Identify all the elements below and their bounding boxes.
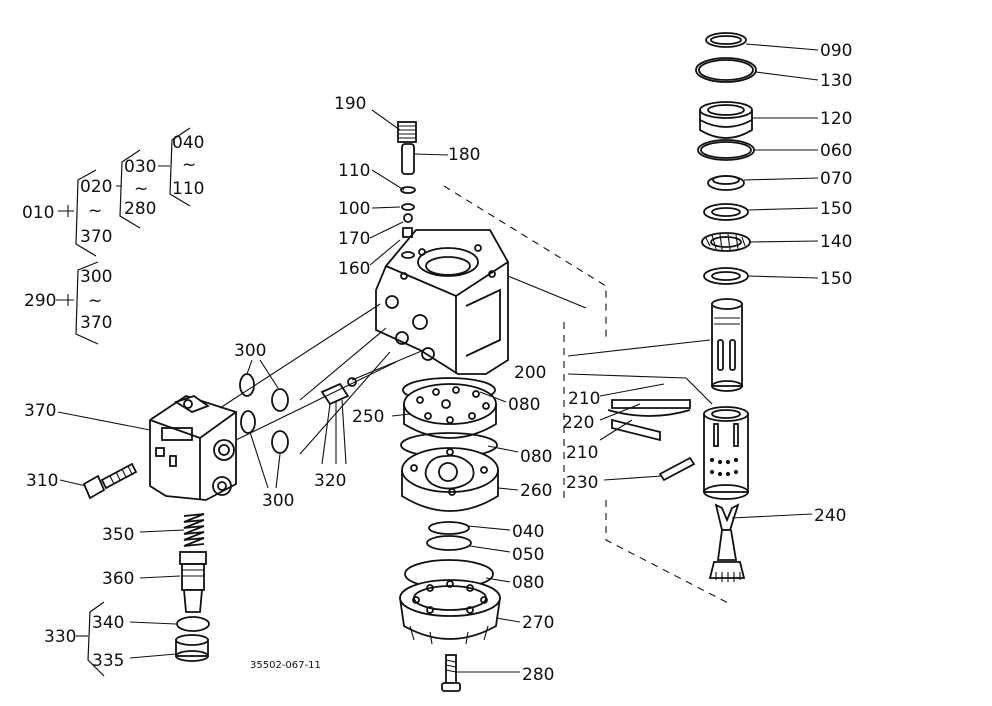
spring-350 (183, 513, 205, 547)
label-300-upper: 300 (234, 341, 266, 361)
label-110: 110 (338, 161, 370, 181)
washer-150-bottom (703, 267, 749, 285)
gerotor-260 (401, 447, 499, 512)
drive-shaft-240 (708, 503, 746, 582)
label-290: 290 (24, 291, 56, 311)
label-120: 120 (820, 109, 852, 129)
label-040: 040 (512, 522, 544, 542)
label-140: 140 (820, 232, 852, 252)
relief-block-370 (149, 395, 237, 501)
label-100: 100 (338, 199, 370, 219)
spacer-040-050 (426, 521, 472, 551)
label-350: 350 (102, 525, 134, 545)
label-260: 260 (520, 481, 552, 501)
label-220: 220 (562, 413, 594, 433)
label-130: 130 (820, 71, 852, 91)
seal-120 (699, 101, 753, 139)
label-310: 310 (26, 471, 58, 491)
label-190: 190 (334, 94, 366, 114)
label-170: 170 (338, 229, 370, 249)
tilde-030-280: ~ (134, 179, 148, 199)
valve-housing (375, 229, 509, 375)
label-050: 050 (512, 545, 544, 565)
assembly-brackets (75, 127, 191, 677)
leader-lines (56, 43, 819, 673)
tilde-020-370: ~ (88, 201, 102, 221)
label-080-lower: 080 (512, 573, 544, 593)
label-370-tree: 370 (80, 227, 112, 247)
tilde-040-110: ~ (182, 155, 196, 175)
label-060: 060 (820, 141, 852, 161)
label-110-tree: 110 (172, 179, 204, 199)
sleeve (703, 406, 749, 500)
label-150-top: 150 (820, 199, 852, 219)
fittings-320 (320, 377, 357, 406)
label-070: 070 (820, 169, 852, 189)
label-340: 340 (92, 613, 124, 633)
label-280: 280 (522, 665, 554, 685)
label-370-tree-2: 370 (80, 313, 112, 333)
label-180: 180 (448, 145, 480, 165)
label-300-tree: 300 (80, 267, 112, 287)
snap-ring-090 (705, 32, 747, 48)
needle-bearing-140 (701, 232, 751, 252)
label-160: 160 (338, 259, 370, 279)
label-020: 020 (80, 177, 112, 197)
o-ring-130 (695, 57, 757, 83)
o-ring-340 (176, 616, 210, 632)
plate-250 (403, 383, 497, 439)
label-090: 090 (820, 41, 852, 61)
washer-150-top (703, 203, 749, 221)
label-270: 270 (522, 613, 554, 633)
bushing-070 (707, 175, 745, 191)
label-280-tree: 280 (124, 199, 156, 219)
label-210-lower: 210 (566, 443, 598, 463)
part-labels: 090 130 120 060 070 150 140 150 190 180 … (22, 41, 852, 685)
label-370: 370 (24, 401, 56, 421)
label-320: 320 (314, 471, 346, 491)
label-150-bottom: 150 (820, 269, 852, 289)
screw-310 (82, 462, 138, 500)
pin-230 (658, 456, 696, 482)
label-240: 240 (814, 506, 846, 526)
label-300-lower: 300 (262, 491, 294, 511)
label-010: 010 (22, 203, 54, 223)
plug-335 (175, 634, 209, 662)
centering-springs-210-220 (607, 399, 691, 442)
label-210-upper: 210 (568, 389, 600, 409)
label-335: 335 (92, 651, 124, 671)
label-250: 250 (352, 407, 384, 427)
check-valve-o-rings-300 (239, 373, 289, 454)
tilde-300-370: ~ (88, 291, 102, 311)
o-ring-060 (697, 139, 755, 161)
label-360: 360 (102, 569, 134, 589)
label-230: 230 (566, 473, 598, 493)
relief-valve-parts (397, 121, 417, 259)
label-040-tree: 040 (172, 133, 204, 153)
assembly-lines (219, 185, 731, 605)
label-080-upper: 080 (508, 395, 540, 415)
spool (711, 298, 743, 392)
label-080-middle: 080 (520, 447, 552, 467)
end-cap-270 (399, 579, 501, 645)
label-030: 030 (124, 157, 156, 177)
drawing-number: 35502-067-11 (250, 660, 321, 671)
bolt-280 (441, 654, 461, 692)
poppet-360 (179, 551, 207, 613)
label-200: 200 (514, 363, 546, 383)
label-330: 330 (44, 627, 76, 647)
